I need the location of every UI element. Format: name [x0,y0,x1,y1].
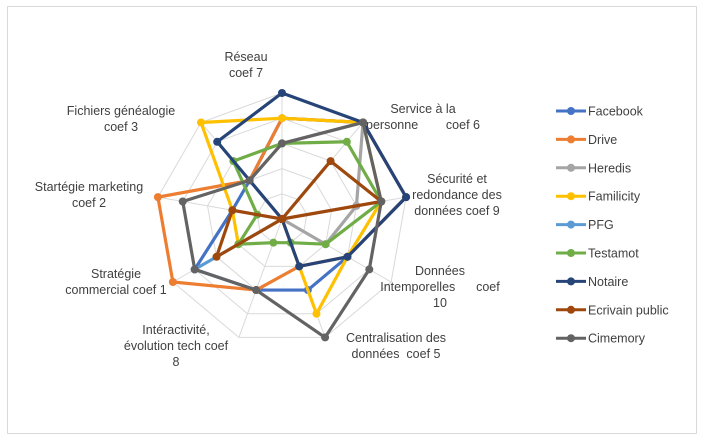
data-point [312,309,321,318]
legend-label: Testamot [588,247,639,261]
legend-label: Notaire [588,275,628,289]
axis-label: Startégie marketing coef 2 [35,180,143,210]
data-point [278,139,286,148]
data-point [245,176,254,185]
grid-spoke [238,218,283,338]
axis-label-line: Fichiers généalogie [67,104,175,118]
data-point [168,278,177,286]
legend-item: Testamot [556,247,639,261]
axis-label-line: Centralisation des [346,331,446,345]
axis-label-line: Intéractivité, [142,323,209,337]
legend-swatch-marker [567,163,575,172]
series-cimemory [178,118,386,342]
series-line [231,140,383,246]
axis-label: Réseau coef 7 [224,50,267,80]
data-point [365,265,374,274]
axis-label-line: Startégie marketing [35,180,143,194]
axis-label: Service à la personne coef 6 [366,102,480,132]
data-point [178,197,187,206]
axis-label-line: Service à la [390,102,455,116]
axis-label-line: évolution tech coef [124,339,229,353]
axis-label-line: Stratégie [91,267,141,281]
data-point [358,118,367,127]
axis-label: Intéractivité, évolution tech coef 8 [124,323,229,369]
axis-label-line: coef 3 [104,120,138,134]
legend-label: Drive [588,133,617,147]
data-point [278,215,286,223]
axis-label-line: Données [415,264,465,278]
axis-label-line: 10 [433,296,447,310]
axis-label-line: coef 2 [72,196,106,210]
legend-label: Heredis [588,161,631,175]
data-point [278,89,286,97]
legend-label: Facebook [588,105,644,119]
legend-label: Familicity [588,190,641,204]
data-point [342,137,351,146]
legend-swatch-marker [567,249,575,257]
data-point [321,333,330,342]
data-point [321,240,330,249]
legend-label: PFG [588,218,614,232]
legend-swatch-marker [567,135,575,144]
legend-item: Ecrivain public [556,303,669,317]
axis-label-line: données coef 9 [414,204,500,218]
legend-swatch-marker [567,305,575,314]
data-point [343,252,352,261]
series-line [215,91,408,268]
axis-label-line: coef 7 [229,66,263,80]
legend-item: Heredis [556,161,631,175]
data-point [153,193,162,202]
axis-label-line: personne coef 6 [366,118,480,132]
data-point [197,118,206,127]
axis-label-line: redondance des [412,188,502,202]
axis-label-line: Réseau [224,50,267,64]
data-point [252,286,261,295]
legend-item: Notaire [556,275,628,289]
data-point [212,252,221,261]
legend-item: Cimemory [556,332,646,346]
legend-item: Drive [556,133,617,147]
axis-label: Sécurité et redondance des données coef 9 [412,172,502,218]
legend-item: Familicity [556,190,641,204]
legend-swatch-marker [567,277,575,286]
data-point [213,137,222,146]
data-point [377,197,386,206]
legend-label: Cimemory [588,332,646,346]
legend-item: PFG [556,218,614,232]
data-point [228,206,237,215]
axis-label-line: Sécurité et [427,172,487,186]
series-line [181,120,383,340]
legend-swatch-marker [567,334,575,343]
axis-label-line: Intemporelles coef [380,280,500,294]
legend-item: Facebook [556,105,644,119]
data-point [190,265,199,274]
axis-label-line: commercial coef 1 [65,283,166,297]
legend-swatch-marker [567,220,575,229]
axis-label: Fichiers généalogie coef 3 [67,104,175,134]
data-point [402,193,411,202]
data-point [326,157,335,166]
data-point [278,114,286,123]
axis-label: Centralisation des données coef 5 [346,331,446,361]
legend-label: Ecrivain public [588,303,669,317]
axis-label-line: 8 [173,355,180,369]
axis-label: Stratégie commercial coef 1 [65,267,166,297]
axis-label-line: données coef 5 [352,347,441,361]
radar-series [153,89,411,342]
legend-swatch-marker [567,107,575,115]
legend-swatch-marker [567,192,575,201]
data-point [269,238,278,247]
data-point [295,262,304,271]
